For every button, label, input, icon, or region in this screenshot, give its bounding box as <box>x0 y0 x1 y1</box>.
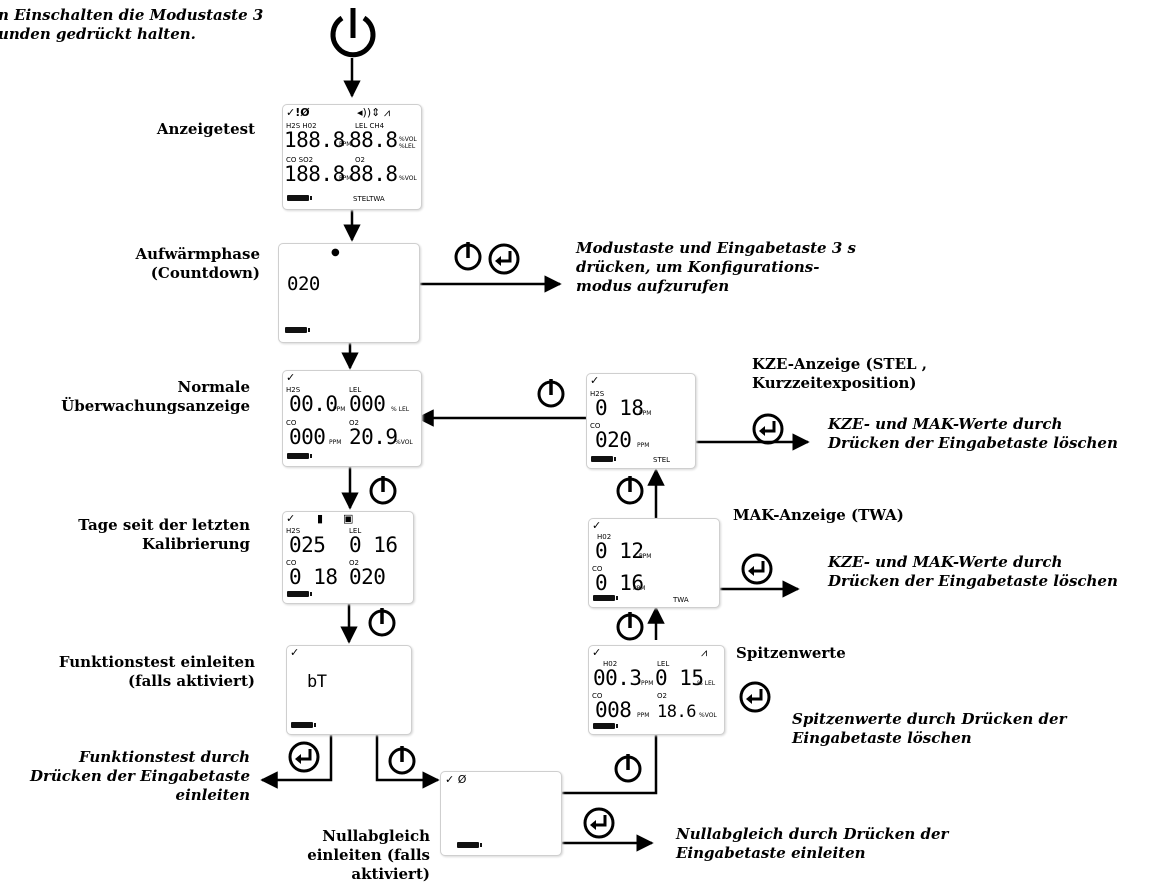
step-display-test: Anzeigetest <box>156 120 255 138</box>
reading-4: 18.6 <box>657 702 696 722</box>
zero-status-icons: ✓ Ø <box>445 773 467 786</box>
reading-1: 188.8 <box>284 128 345 152</box>
step-warmup: Aufwärmphase (Countdown) <box>135 245 260 282</box>
check-icon: ✓ <box>286 512 296 525</box>
lcd-zero: ✓ Ø <box>440 771 562 856</box>
enter-button-icon <box>583 807 615 839</box>
note-config: Modustaste und Eingabetaste 3 s drücken,… <box>576 239 856 295</box>
reading-1: 00.3 <box>593 666 642 690</box>
battery-icon <box>593 723 615 729</box>
check-icon: ✓ <box>290 646 300 659</box>
step-stel: KZE-Anzeige (STEL , Kurzzeitexposition) <box>752 355 927 392</box>
mode-button-icon <box>454 242 482 271</box>
mode-button-icon <box>616 612 644 641</box>
lcd-warmup: ● 020 <box>278 243 420 343</box>
reading-2: 88.8 <box>349 128 398 152</box>
enter-button-icon <box>739 681 771 713</box>
reading-3: 000 <box>289 425 326 449</box>
reading-4: 20.9 <box>349 425 398 449</box>
check-icon: ✓ <box>590 374 600 387</box>
enter-button-icon <box>488 243 520 275</box>
mode-button-icon <box>388 746 416 775</box>
battery-icon <box>287 195 309 201</box>
note-peak-clear: Spitzenwerte durch Drücken der Eingabeta… <box>792 710 1067 747</box>
step-days-calibration: Tage seit der letzten Kalibrierung <box>78 516 250 553</box>
reading-1: 00.0 <box>289 392 338 416</box>
step-peak: Spitzenwerte <box>736 644 846 662</box>
power-button-icon <box>330 8 376 58</box>
peak-icon: ⩘ <box>701 646 708 659</box>
note-stel-clear: KZE- und MAK-Werte durch Drücken der Ein… <box>828 415 1118 452</box>
enter-button-icon <box>741 553 773 585</box>
mode-button-icon <box>368 608 396 637</box>
reading-1: 025 <box>289 533 326 557</box>
mode-button-icon <box>537 379 565 408</box>
enter-button-icon <box>288 741 320 773</box>
twa-tag: TWA <box>673 596 689 604</box>
battery-icon <box>285 327 307 333</box>
clock-icon: ● <box>331 247 340 258</box>
battery-icon <box>457 842 479 848</box>
bump-code: bT <box>307 672 327 692</box>
battery-icon <box>291 722 313 728</box>
reading-2: 0 15 <box>655 666 704 690</box>
reading-3: 0 18 <box>289 565 338 589</box>
step-twa: MAK-Anzeige (TWA) <box>733 506 904 524</box>
mode-button-icon <box>616 476 644 505</box>
mode-button-icon <box>614 754 642 783</box>
battery-icon <box>287 591 309 597</box>
countdown-value: 020 <box>287 273 320 295</box>
reading-2: 0 16 <box>349 533 398 557</box>
lcd-display-test: ✓!Ø ◂))⇕ ⩘ H2S H02 LEL CH4 188.8 PPM 88.… <box>282 104 422 210</box>
check-icon: ✓ <box>592 646 602 659</box>
twa-reading-2: 0 16 <box>595 571 644 595</box>
battery-icon <box>593 595 615 601</box>
twa-reading-1: 0 12 <box>595 539 644 563</box>
note-twa-clear: KZE- und MAK-Werte durch Drücken der Ein… <box>828 553 1118 590</box>
check-icon: ✓ <box>286 371 296 384</box>
lcd-normal: ✓ H2S LEL 00.0 PPM 000 % LEL CO O2 000 P… <box>282 370 422 467</box>
step-bump-test: Funktionstest einleiten (falls aktiviert… <box>58 653 255 690</box>
lcd-stel: ✓ H2S 0 18 PPM CO 020 PPM STEL <box>586 373 696 469</box>
lcd-twa: ✓ H02 0 12 PPM CO 0 16 PPM TWA <box>588 518 720 608</box>
mode-button-icon <box>369 476 397 505</box>
battery-icon <box>591 456 613 462</box>
cylinder-icon: ▮ <box>317 512 324 525</box>
reading-4: 88.8 <box>349 162 398 186</box>
lcd-days-calibration: ✓ ▮ ▣ H2S LEL 025 0 16 CO O2 0 18 020 <box>282 511 414 604</box>
note-bump-start: Funktionstest durch Drücken der Eingabet… <box>29 748 250 804</box>
enter-button-icon <box>752 413 784 445</box>
power-on-note: n Einschalten die Modustaste 3 unden ged… <box>0 6 264 43</box>
step-zero: Nullabgleich einleiten (falls aktiviert) <box>307 827 430 883</box>
check-icon: ✓ <box>592 519 602 532</box>
stel-reading-1: 0 18 <box>595 396 644 420</box>
calendar-icon: ▣ <box>343 512 354 525</box>
status-icons: ✓!Ø <box>286 106 310 119</box>
stel-reading-2: 020 <box>595 428 632 452</box>
battery-icon <box>287 453 309 459</box>
note-zero-start: Nullabgleich durch Drücken der Eingabeta… <box>676 825 949 862</box>
stel-tag: STEL <box>653 456 671 464</box>
reading-3: 008 <box>595 698 632 722</box>
lcd-bump-test: ✓ bT <box>286 645 412 735</box>
lcd-peak: ✓ ⩘ H02 LEL 00.3 PPM 0 15 % LEL CO O2 00… <box>588 645 725 735</box>
step-normal: Normale Überwachungsanzeige <box>61 378 250 415</box>
reading-4: 020 <box>349 565 386 589</box>
reading-2: 000 <box>349 392 386 416</box>
speaker-icon: ◂))⇕ ⩘ <box>357 106 391 119</box>
reading-3: 188.8 <box>284 162 345 186</box>
